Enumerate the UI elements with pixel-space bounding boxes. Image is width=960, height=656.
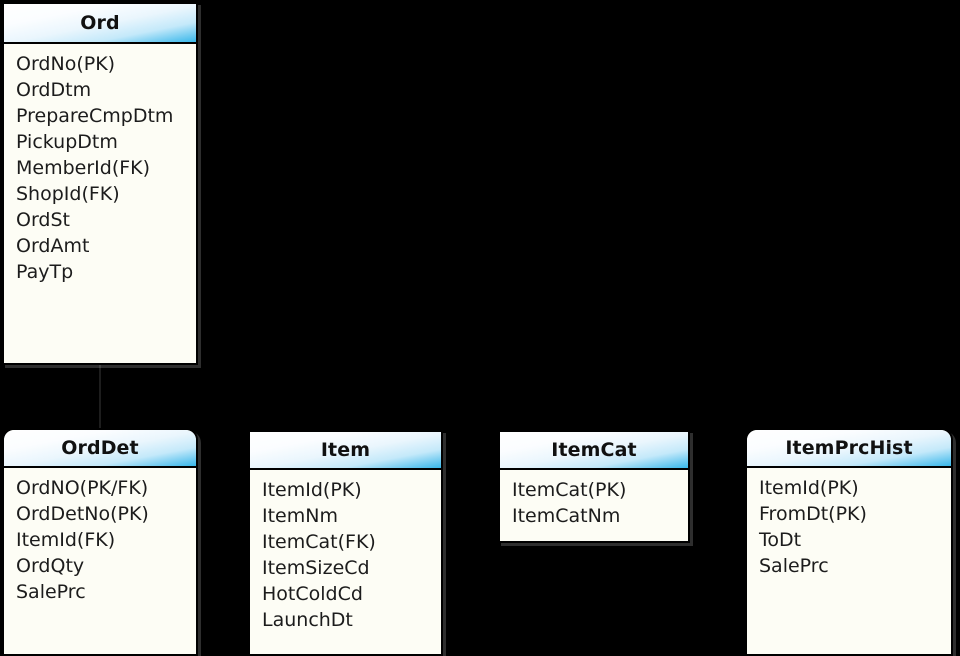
entity-itemprchist-attributes: ItemId(PK) FromDt(PK) ToDt SalePrc xyxy=(747,468,951,579)
attribute-row: PickupDtm xyxy=(16,131,118,153)
entity-item-title: Item xyxy=(320,438,371,461)
entity-itemcat-title: ItemCat xyxy=(551,438,637,461)
attribute-row: HotColdCd xyxy=(262,583,363,605)
entity-ord[interactable]: Ord OrdNo(PK) OrdDtm PrepareCmpDtm Picku… xyxy=(2,2,198,365)
attribute-row: MemberId(FK) xyxy=(16,157,151,179)
attribute-row: ToDt xyxy=(759,529,802,551)
entity-item-attributes: ItemId(PK) ItemNm ItemCat(FK) ItemSizeCd… xyxy=(250,470,441,633)
entity-itemprchist[interactable]: ItemPrcHist ItemId(PK) FromDt(PK) ToDt S… xyxy=(745,428,953,656)
attribute-row: OrdDetNo(PK) xyxy=(16,503,149,525)
entity-orddet-attributes: OrdNO(PK/FK) OrdDetNo(PK) ItemId(FK) Ord… xyxy=(4,468,196,605)
entity-itemcat[interactable]: ItemCat ItemCat(PK) ItemCatNm xyxy=(498,430,690,543)
attribute-row: ItemCat(PK) xyxy=(512,479,627,501)
attribute-row: ItemId(FK) xyxy=(16,529,116,551)
entity-ord-title: Ord xyxy=(80,11,120,34)
attribute-row: FromDt(PK) xyxy=(759,503,867,525)
attribute-row: PayTp xyxy=(16,261,74,283)
entity-orddet-header: OrdDet xyxy=(4,430,196,468)
entity-item[interactable]: Item ItemId(PK) ItemNm ItemCat(FK) ItemS… xyxy=(248,430,443,656)
attribute-row: LaunchDt xyxy=(262,609,353,631)
attribute-row: OrdDtm xyxy=(16,79,92,101)
attribute-row: ItemCatNm xyxy=(512,505,621,527)
attribute-row: OrdNo(PK) xyxy=(16,53,116,75)
attribute-row: ItemCat(FK) xyxy=(262,531,376,553)
attribute-row: OrdNO(PK/FK) xyxy=(16,477,149,499)
entity-orddet[interactable]: OrdDet OrdNO(PK/FK) OrdDetNo(PK) ItemId(… xyxy=(2,428,198,656)
entity-itemprchist-title: ItemPrcHist xyxy=(785,436,913,459)
attribute-row: SalePrc xyxy=(16,581,86,603)
entity-itemprchist-header: ItemPrcHist xyxy=(747,430,951,468)
attribute-row: OrdAmt xyxy=(16,235,90,257)
entity-item-header: Item xyxy=(250,432,441,470)
entity-ord-header: Ord xyxy=(4,4,196,44)
attribute-row: ItemId(PK) xyxy=(262,479,362,501)
entity-orddet-title: OrdDet xyxy=(61,436,139,459)
attribute-row: ItemNm xyxy=(262,505,338,527)
attribute-row: OrdSt xyxy=(16,209,71,231)
entity-itemcat-header: ItemCat xyxy=(500,432,688,470)
attribute-row: ShopId(FK) xyxy=(16,183,120,205)
attribute-row: ItemId(PK) xyxy=(759,477,859,499)
entity-ord-attributes: OrdNo(PK) OrdDtm PrepareCmpDtm PickupDtm… xyxy=(4,44,196,285)
attribute-row: SalePrc xyxy=(759,555,829,577)
attribute-row: OrdQty xyxy=(16,555,85,577)
entity-itemcat-attributes: ItemCat(PK) ItemCatNm xyxy=(500,470,688,529)
attribute-row: ItemSizeCd xyxy=(262,557,370,579)
attribute-row: PrepareCmpDtm xyxy=(16,105,174,127)
relationship-line-ord-orddet[interactable] xyxy=(99,365,101,429)
